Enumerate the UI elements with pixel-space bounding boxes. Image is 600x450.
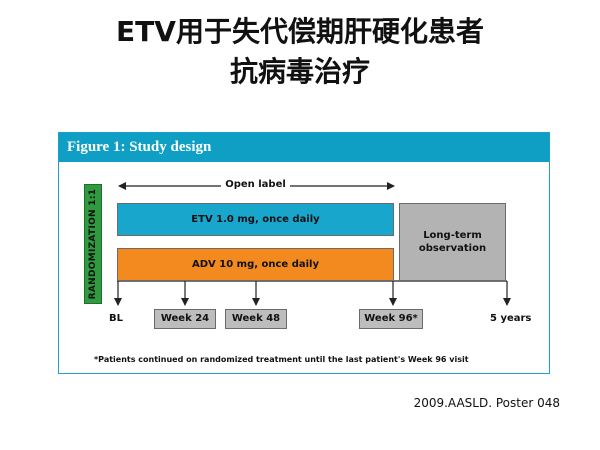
open-label-text: Open label	[221, 179, 290, 190]
open-label: Open label	[117, 179, 394, 190]
etv-arm-bar: ETV 1.0 mg, once daily	[117, 203, 394, 236]
timepoint-week-96: Week 96*	[359, 309, 423, 329]
timepoint-bl: BL	[109, 313, 123, 324]
slide-title-line-2: 抗病毒治疗	[229, 55, 370, 88]
citation: 2009.AASLD. Poster 048	[413, 396, 560, 410]
long-term-label-line-1: Long-term	[423, 230, 482, 241]
slide-title-line-1: ETV用于失代偿期肝硬化患者	[116, 15, 484, 48]
timepoint-week-24: Week 24	[154, 309, 216, 329]
timepoint-week-48: Week 48	[225, 309, 287, 329]
adv-arm-bar: ADV 10 mg, once daily	[117, 248, 394, 281]
figure-header: Figure 1: Study design	[59, 133, 549, 162]
randomization-label: RANDOMIZATION 1:1	[88, 188, 98, 300]
long-term-label-line-2: observation	[418, 243, 487, 254]
study-design-figure: Figure 1: Study design Open label RANDOM…	[58, 132, 550, 374]
randomization-bar: RANDOMIZATION 1:1	[84, 184, 102, 304]
long-term-observation-box: Long-term observation	[399, 203, 506, 281]
timepoint-5-years: 5 years	[490, 313, 532, 324]
figure-footnote: *Patients continued on randomized treatm…	[94, 355, 469, 364]
